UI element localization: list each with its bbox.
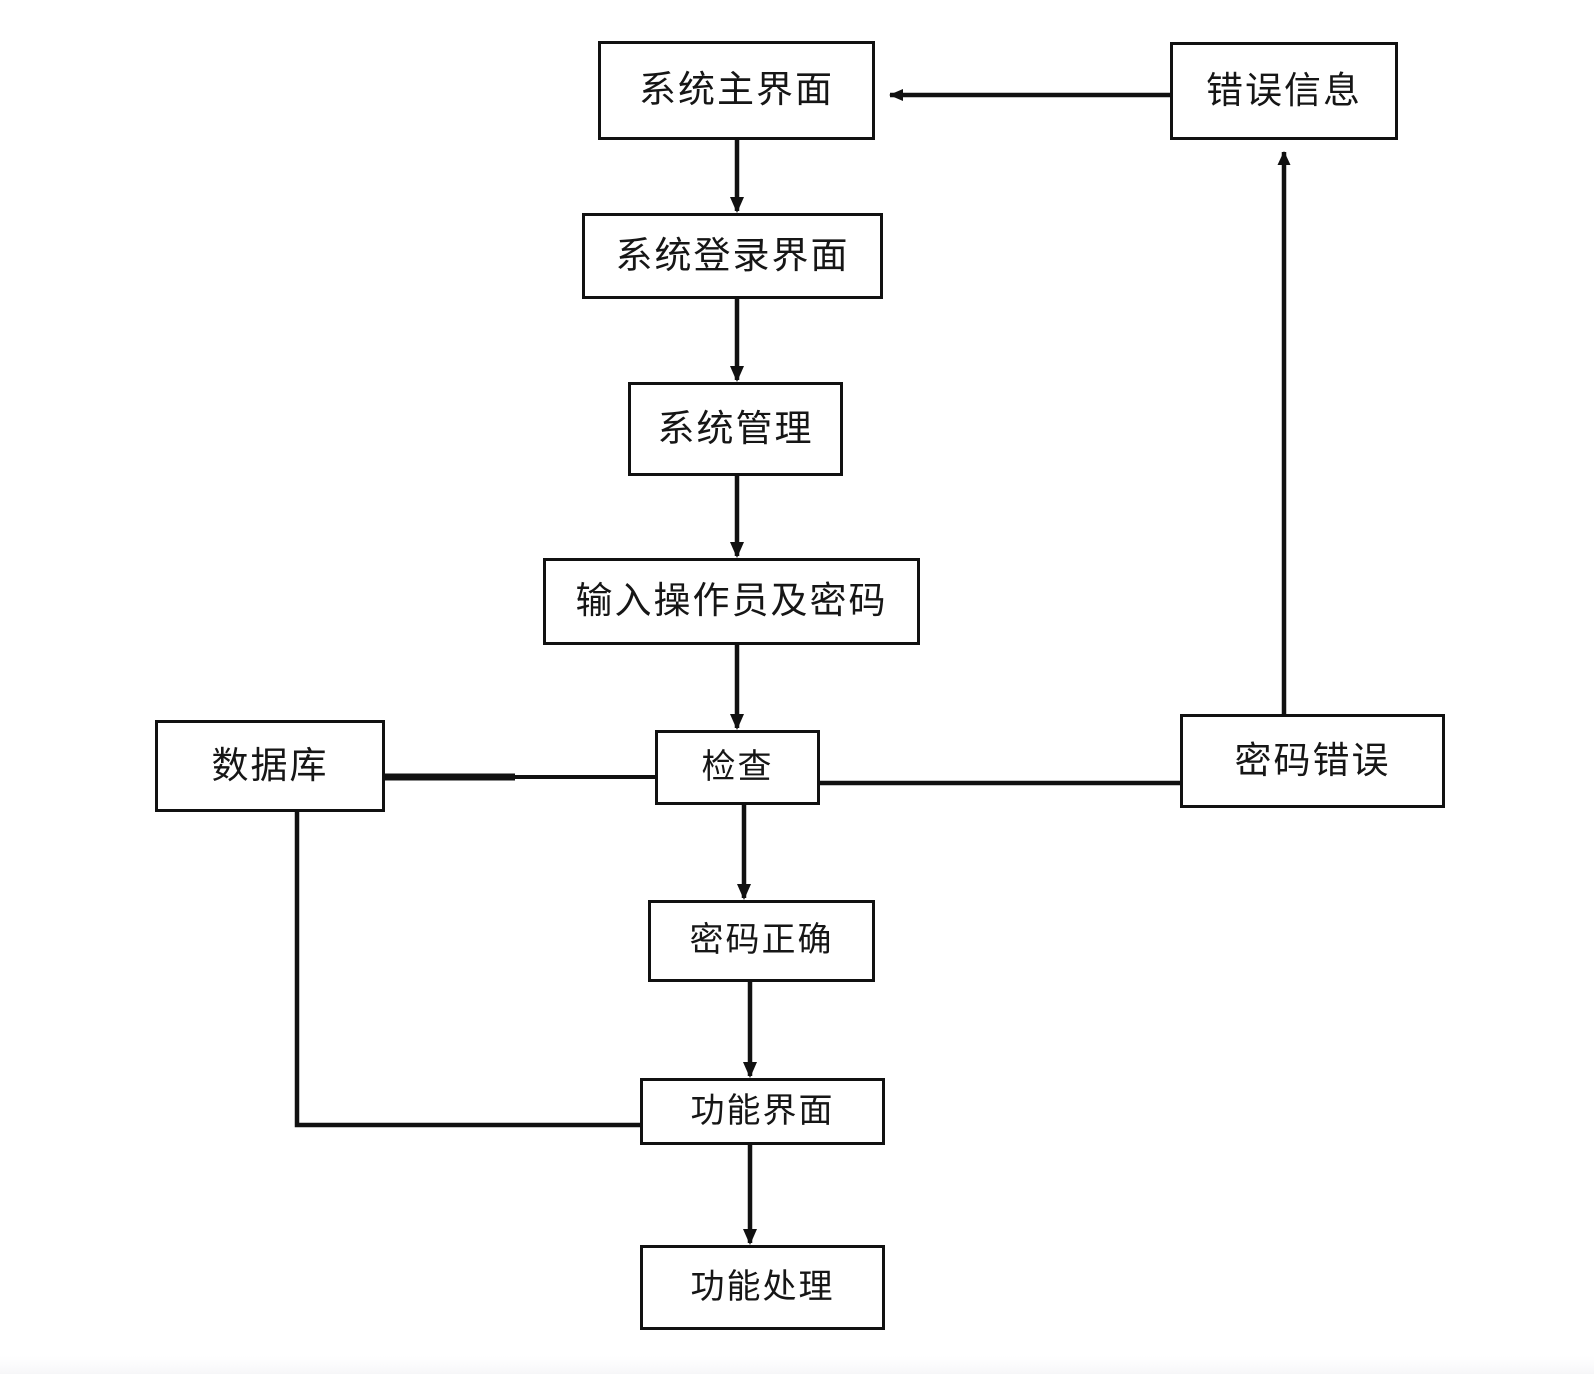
node-sys-manage[interactable]: 系统管理 <box>628 382 843 476</box>
node-error-message[interactable]: 错误信息 <box>1170 42 1398 140</box>
node-password-wrong[interactable]: 密码错误 <box>1180 714 1445 808</box>
node-sys-manage-label: 系统管理 <box>657 408 814 450</box>
node-password-correct[interactable]: 密码正确 <box>648 900 875 982</box>
node-main-ui-label: 系统主界面 <box>639 70 834 111</box>
node-input-credentials-label: 输入操作员及密码 <box>575 581 888 622</box>
edge-database-to-func <box>294 812 662 1131</box>
node-check[interactable]: 检查 <box>655 730 820 805</box>
node-database-label: 数据库 <box>211 745 329 787</box>
node-password-correct-label: 密码正确 <box>689 922 834 959</box>
node-check-label: 检查 <box>701 748 774 786</box>
node-input-credentials[interactable]: 输入操作员及密码 <box>543 558 920 645</box>
node-function-ui[interactable]: 功能界面 <box>640 1078 885 1145</box>
node-login-ui[interactable]: 系统登录界面 <box>582 213 883 299</box>
node-function-ui-label: 功能界面 <box>690 1092 835 1130</box>
node-function-process[interactable]: 功能处理 <box>640 1245 885 1330</box>
node-main-ui[interactable]: 系统主界面 <box>598 41 875 140</box>
node-database[interactable]: 数据库 <box>155 720 385 812</box>
page-bottom-edge <box>0 1356 1594 1374</box>
node-login-ui-label: 系统登录界面 <box>615 235 850 277</box>
node-error-message-label: 错误信息 <box>1206 70 1362 112</box>
node-function-process-label: 功能处理 <box>690 1268 835 1306</box>
node-password-wrong-label: 密码错误 <box>1234 740 1391 782</box>
